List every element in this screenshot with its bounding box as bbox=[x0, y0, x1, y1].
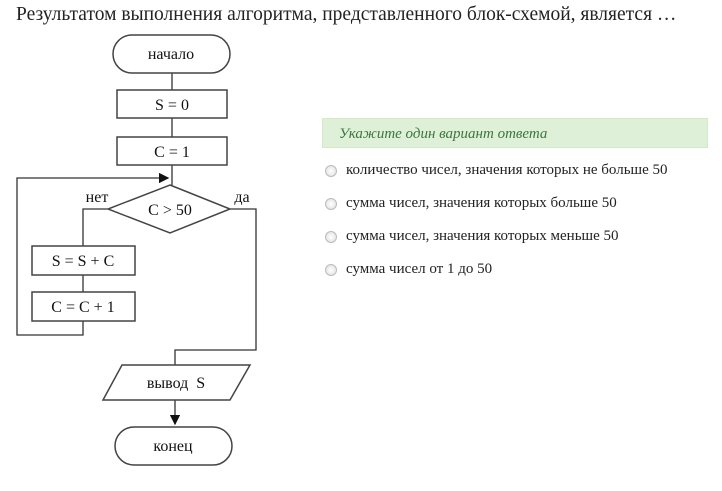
question-text: Результатом выполнения алгоритма, предст… bbox=[16, 4, 677, 25]
start-block bbox=[112, 34, 231, 74]
option-4[interactable]: сумма чисел от 1 до 50 bbox=[325, 261, 492, 278]
init-s-block bbox=[116, 89, 228, 119]
end-block bbox=[114, 426, 233, 466]
answer-hint: Укажите один вариант ответа bbox=[322, 118, 708, 148]
end-label: конец bbox=[153, 438, 193, 455]
condition-label: C > 50 bbox=[148, 202, 192, 219]
output-block bbox=[101, 364, 252, 401]
no-label: нет bbox=[86, 189, 109, 206]
init-c-label: C = 1 bbox=[154, 144, 190, 161]
option-3[interactable]: сумма чисел, значения которых меньше 50 bbox=[325, 228, 619, 245]
sum-block bbox=[31, 245, 136, 276]
option-label: сумма чисел, значения которых меньше 50 bbox=[346, 228, 619, 244]
output-label: вывод S bbox=[147, 375, 205, 392]
radio-button[interactable] bbox=[325, 230, 337, 243]
option-label: сумма чисел, значения которых больше 50 bbox=[346, 195, 617, 211]
radio-button[interactable] bbox=[325, 197, 337, 210]
sum-label: S = S + C bbox=[52, 253, 115, 270]
yes-label: да bbox=[234, 189, 249, 206]
radio-button[interactable] bbox=[325, 164, 337, 177]
increment-label: C = C + 1 bbox=[51, 299, 114, 316]
flowchart: начало S = 0 C = 1 C > 50 нет да S = S +… bbox=[16, 34, 257, 466]
init-s-label: S = 0 bbox=[155, 97, 189, 114]
option-label: количество чисел, значения которых не бо… bbox=[346, 162, 668, 178]
increment-block bbox=[31, 291, 136, 322]
start-label: начало bbox=[148, 46, 194, 63]
condition-block bbox=[105, 184, 233, 234]
option-2[interactable]: сумма чисел, значения которых больше 50 bbox=[325, 195, 617, 212]
init-c-block bbox=[116, 136, 228, 166]
option-1[interactable]: количество чисел, значения которых не бо… bbox=[325, 162, 668, 179]
option-label: сумма чисел от 1 до 50 bbox=[346, 261, 493, 277]
radio-button[interactable] bbox=[325, 263, 337, 276]
